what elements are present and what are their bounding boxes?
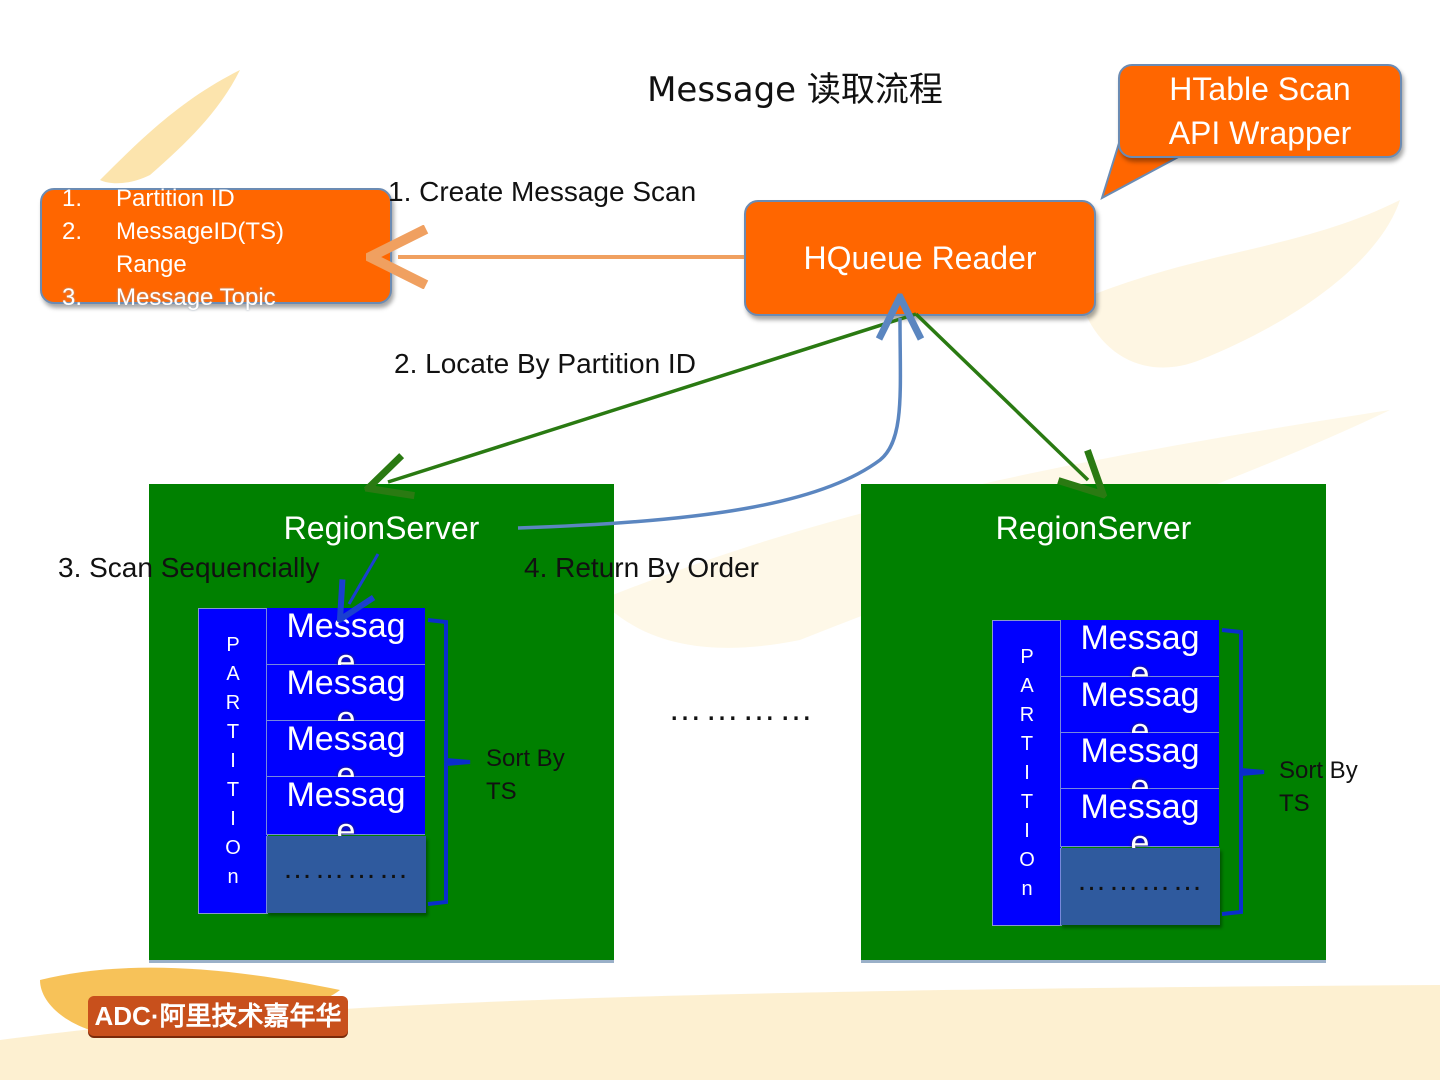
region-server-1-title: RegionServer (283, 510, 480, 546)
sort-by-ts-label-1: Sort By TS (486, 745, 565, 805)
sort-by-ts-label-2: Sort By TS (1279, 757, 1358, 817)
scan-parameters-box: 1.Partition ID 2.MessageID(TS) Range 3.M… (40, 185, 392, 311)
htable-scan-callout: HTable Scan API Wrapper (1118, 64, 1402, 158)
brush-stroke-right (1080, 200, 1400, 368)
partition-column-2: P A R T I T I O n (992, 620, 1062, 926)
more-region-servers-ellipsis: ………… (668, 690, 816, 728)
step-scan-sequencially: 3. Scan Sequencially (58, 552, 320, 583)
scan-param-item: 1.Partition ID (62, 185, 235, 212)
more-messages-slot: ………… (266, 836, 426, 913)
hqueue-reader-label: HQueue Reader (803, 239, 1037, 276)
step-return-by-order: 4. Return By Order (524, 552, 759, 583)
more-messages-slot: ………… (1060, 848, 1220, 925)
scan-param-item: Range (116, 251, 187, 278)
partition-column-1: P A R T I T I O n (198, 608, 268, 914)
scan-param-item: 3.Message Topic (62, 284, 276, 311)
adc-logo: ADC·阿里技术嘉年华 (88, 996, 348, 1036)
callout-line-1: HTable Scan (1169, 71, 1351, 107)
scan-parameters-list: 1.Partition ID 2.MessageID(TS) Range 3.M… (62, 182, 382, 314)
callout-line-2: API Wrapper (1168, 115, 1352, 151)
hqueue-reader-box: HQueue Reader (744, 200, 1096, 316)
brush-stroke-bottom (0, 985, 1440, 1080)
diagram-title: Message 读取流程 (647, 70, 943, 110)
scan-param-item: 2.MessageID(TS) (62, 218, 285, 245)
step-create-scan: 1. Create Message Scan (388, 176, 697, 207)
region-server-2-title: RegionServer (995, 510, 1192, 546)
brush-stroke-top-left (100, 70, 240, 184)
step-locate: 2. Locate By Partition ID (394, 348, 696, 379)
